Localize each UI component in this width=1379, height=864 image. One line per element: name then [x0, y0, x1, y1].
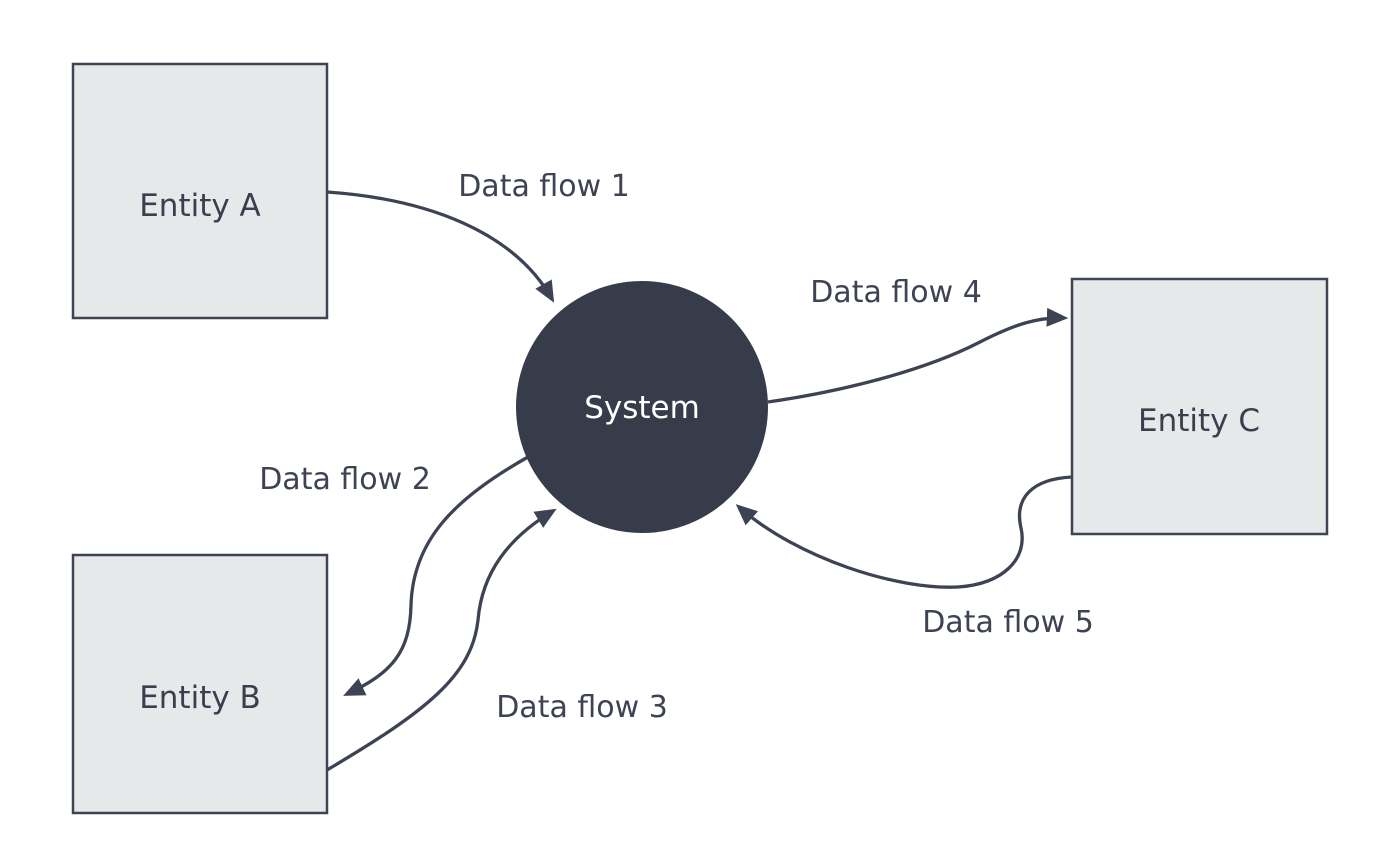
flow-edges: [326, 190, 1073, 772]
system-label: System: [584, 390, 700, 426]
entity-a-label: Entity A: [139, 188, 261, 224]
flow-labels: Data flow 1 Data flow 2 Data flow 3 Data…: [259, 169, 1094, 725]
entity-b-box: [71, 553, 329, 815]
system-circle: [516, 281, 768, 533]
entity-a-box: [71, 62, 329, 320]
entity-c-box: [1070, 277, 1329, 536]
entity-c-label: Entity C: [1138, 403, 1260, 439]
node-system: System: [516, 281, 768, 533]
flow-5-label: Data flow 5: [922, 605, 1094, 640]
flow-4-label: Data flow 4: [810, 275, 982, 310]
node-entity-c: Entity C: [1070, 277, 1329, 536]
flow-1-label: Data flow 1: [458, 169, 630, 204]
flow-5-arrow: [735, 475, 1073, 589]
flow-4-arrow: [767, 307, 1069, 404]
flow-2-label: Data flow 2: [259, 462, 431, 497]
entity-b-label: Entity B: [139, 680, 261, 716]
node-entity-b: Entity B: [71, 553, 329, 815]
node-entity-a: Entity A: [71, 62, 329, 320]
flow-3-arrow: [326, 508, 557, 772]
flow-1-arrow: [326, 190, 555, 303]
flow-3-label: Data flow 3: [496, 690, 668, 725]
flow-2-arrow: [343, 455, 529, 696]
